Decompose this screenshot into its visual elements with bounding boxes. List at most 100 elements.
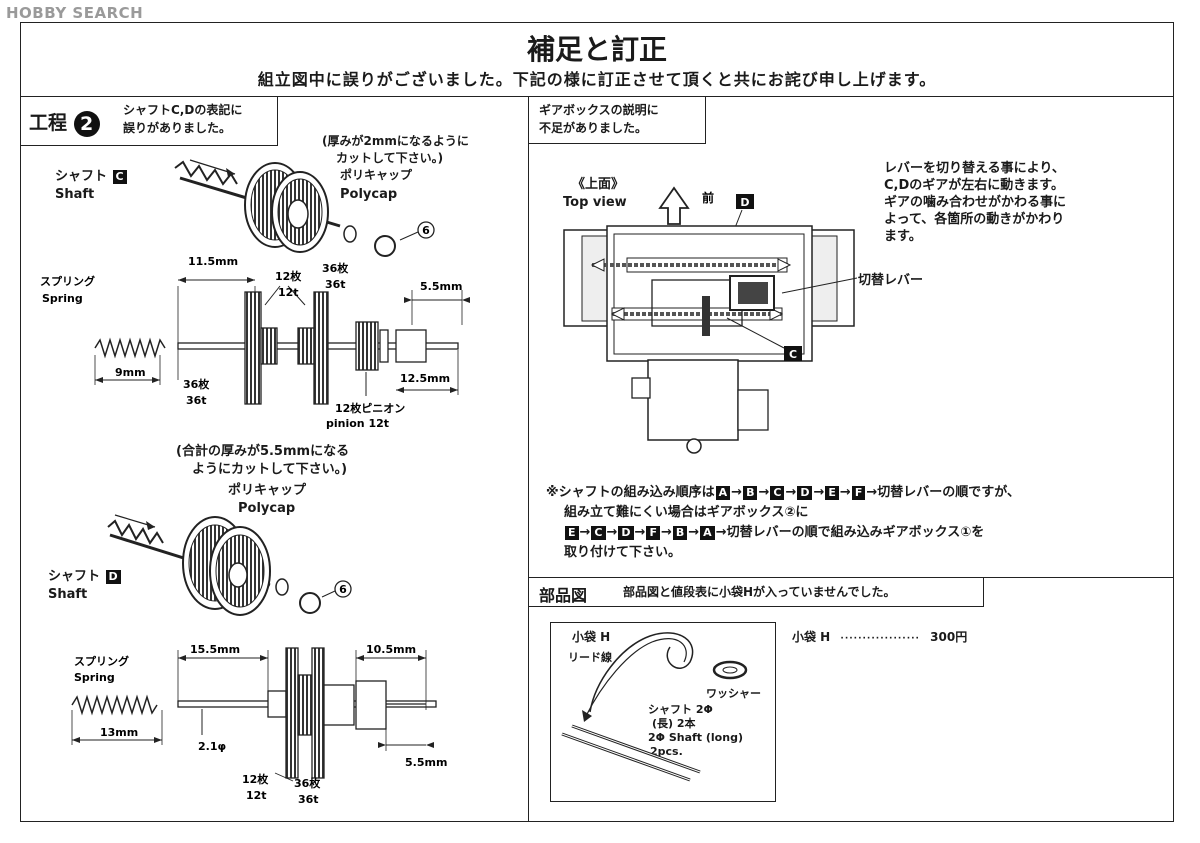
cut-note-top-2: カットして下さい。) (336, 151, 444, 165)
desc-line-1: レバーを切り替える事により、 (884, 161, 1065, 176)
bag-h-label: 小袋 H (572, 630, 611, 644)
shaft-c-label: シャフト C (55, 168, 128, 185)
gear36-top-en: 36t (325, 278, 346, 291)
lead-wire-label: リード線 (568, 651, 612, 664)
shaft-label-2: (長) 2本 (652, 717, 696, 730)
seq1-f: F (851, 485, 866, 500)
seq1-b: B (743, 485, 758, 500)
price-label: 小袋 H (792, 630, 831, 644)
dim-9: 9mm (115, 366, 146, 379)
polycap-top-en: Polycap (340, 187, 398, 202)
dim-5-5-top: 5.5mm (420, 280, 462, 293)
desc-line-4: よって、各箇所の動きがかわり (884, 212, 1065, 227)
gearbox-note-2: 不足がありました。 (539, 121, 648, 135)
spring-top-en: Spring (42, 292, 83, 305)
shaft-d-label: シャフト D (48, 568, 122, 585)
watermark: HOBBY SEARCH (6, 4, 144, 22)
step-note-1: シャフトC,Dの表記に (123, 103, 243, 117)
diameter: 2.1φ (198, 740, 226, 753)
shaft-d-badge: D (105, 569, 121, 584)
gear12-top-jp: 12枚 (275, 269, 302, 283)
front-arrow-icon (658, 186, 690, 225)
step-number: 2 (73, 110, 100, 137)
gear-d-36t-a (285, 647, 299, 779)
top-view-en: Top view (563, 195, 627, 210)
spring-top-jp: スプリング (40, 274, 95, 288)
shaft-c-en: Shaft (55, 187, 95, 202)
cut-note-bottom-2: ようにカットして下さい。) (192, 462, 348, 477)
part-6-top (417, 221, 435, 239)
pinion-en: pinion 12t (326, 417, 389, 430)
page-subtitle: 組立図中に誤りがございました。下記の様に訂正させて頂くと共にお詫び申し上げます。 (257, 70, 937, 89)
order-line-4: 取り付けて下さい。 (564, 545, 682, 560)
desc-line-3: ギアの噛み合わせがかわる事に (884, 195, 1067, 210)
lever-description: レバーを切り替える事により、 C,Dのギアが左右に動きます。 ギアの噛み合わせが… (884, 160, 1066, 245)
dim-10-5: 10.5mm (366, 643, 416, 656)
cut-note-bottom-1: (合計の厚みが5.5mmになる (176, 444, 350, 459)
step-note-2: 誤りがありました。 (123, 121, 232, 135)
order-line-2: 組み立て難にくい場合はギアボックス②に (564, 505, 809, 520)
gear-d-36t-b (311, 647, 325, 779)
seq2-d: D (618, 525, 634, 540)
page-title: 補足と訂正 (526, 33, 667, 66)
part-6-bottom-text: 6 (339, 583, 347, 596)
price-value: 300円 (930, 630, 968, 644)
spring-side-top (94, 337, 166, 359)
top-view-jp: 《上面》 (572, 177, 625, 192)
label-d-text: D (740, 196, 749, 209)
part-6-top-text: 6 (422, 224, 430, 237)
lever-label: 切替レバー (858, 273, 924, 288)
shaft-label-3: 2Φ Shaft (long) (648, 731, 743, 744)
dim-15-5: 15.5mm (190, 643, 240, 656)
seq2-b: B (672, 525, 688, 540)
gear36-top-jp: 36枚 (322, 261, 349, 275)
pinion-12t (355, 321, 379, 371)
gear-36t-right (313, 291, 329, 405)
gear12-bottom-en: 12t (246, 789, 267, 802)
seq1-a: A (715, 485, 731, 500)
gearbox-note-1: ギアボックスの説明に (539, 103, 659, 117)
spacer-top (374, 235, 396, 257)
part-6-bottom (334, 580, 352, 598)
front-label: 前 (702, 190, 714, 205)
spacer-side-bottom (355, 680, 387, 730)
cut-note-top-1: (厚みが2mmになるように (322, 134, 469, 148)
gearbox-top-view: 前 D C (563, 186, 858, 454)
parts-header-box: 部品図 部品図と値段表に小袋Hが入っていませんでした。 (528, 577, 984, 607)
column-divider (528, 96, 529, 822)
gear36b-top-en: 36t (186, 394, 207, 407)
seq2-a: A (700, 525, 715, 540)
polycap-top-jp: ポリキャップ (340, 168, 413, 182)
bag-h-drawing (561, 632, 748, 782)
dim-11-5: 11.5mm (188, 255, 238, 268)
gearbox-lower-motor (647, 359, 739, 441)
lead-wire (589, 632, 694, 713)
order-line-3: E→C→D→F→B→A→切替レバーの順で組み込みギアボックス①を (546, 523, 1020, 543)
gear36b-top-jp: 36枚 (183, 377, 210, 391)
page-frame (20, 22, 1174, 822)
shaft-label-1: シャフト 2Φ (648, 703, 713, 716)
parts-note: 部品図と値段表に小袋Hが入っていませんでした。 (623, 585, 896, 599)
seq1-e: E (825, 485, 839, 500)
seq2-e: E (565, 525, 579, 540)
shaft-label-4: 2pcs. (650, 745, 683, 758)
spacer-side-top (395, 329, 427, 363)
seq1-c: C (770, 485, 785, 500)
gear36-bottom-en: 36t (298, 793, 319, 806)
spring-bottom-jp: スプリング (74, 654, 129, 668)
gear-d-12t (297, 674, 313, 736)
dim-5-5-bottom: 5.5mm (405, 756, 447, 769)
polycap-bottom-en: Polycap (238, 501, 296, 516)
price-leader: ·················· (840, 634, 920, 644)
gear36-bottom-jp: 36枚 (294, 776, 321, 790)
gearbox-body (606, 225, 813, 362)
spring-bottom-en: Spring (74, 671, 115, 684)
seq1-d: D (797, 485, 813, 500)
desc-line-2: C,Dのギアが左右に動きます。 (884, 178, 1064, 193)
dim-13: 13mm (100, 726, 138, 739)
gear12-top-en: 12t (278, 286, 299, 299)
washer-label: ワッシャー (706, 687, 761, 700)
gear-12t-left (260, 327, 278, 365)
gear12-bottom-jp: 12枚 (242, 772, 269, 786)
